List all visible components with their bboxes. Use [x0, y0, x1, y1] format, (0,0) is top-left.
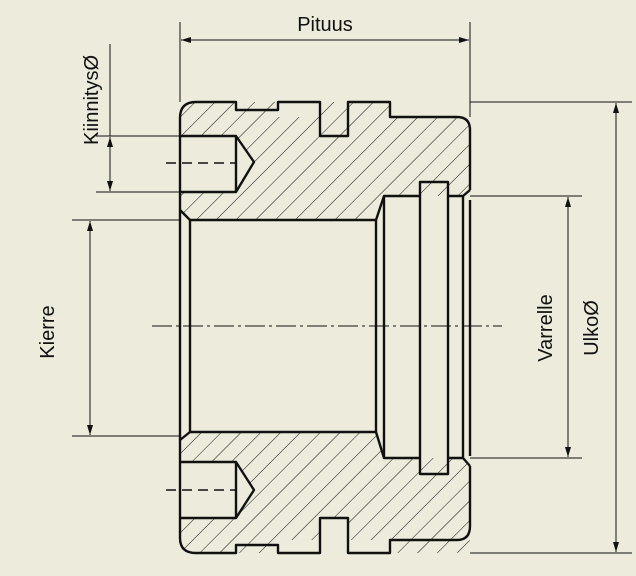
shaft-label: Varrelle [535, 294, 557, 361]
thread-label: Kierre [37, 305, 59, 358]
section-bottom [180, 432, 470, 553]
section-top-hatch [180, 102, 470, 220]
center-lines [152, 162, 502, 491]
dimension-mount-diameter: KiinnitysØ [81, 44, 180, 193]
outer-diameter-label: UlkoØ [581, 300, 603, 356]
section-top [180, 102, 470, 220]
length-label: Pituus [297, 14, 353, 36]
dimension-thread: Kierre [37, 219, 180, 437]
mount-diameter-label: KiinnitysØ [81, 55, 103, 145]
dimension-length: Pituus [179, 14, 471, 117]
section-bottom-hatch [180, 432, 470, 553]
dimension-shaft: Varrelle [470, 195, 582, 459]
dimension-outer-diameter: UlkoØ [470, 101, 632, 554]
